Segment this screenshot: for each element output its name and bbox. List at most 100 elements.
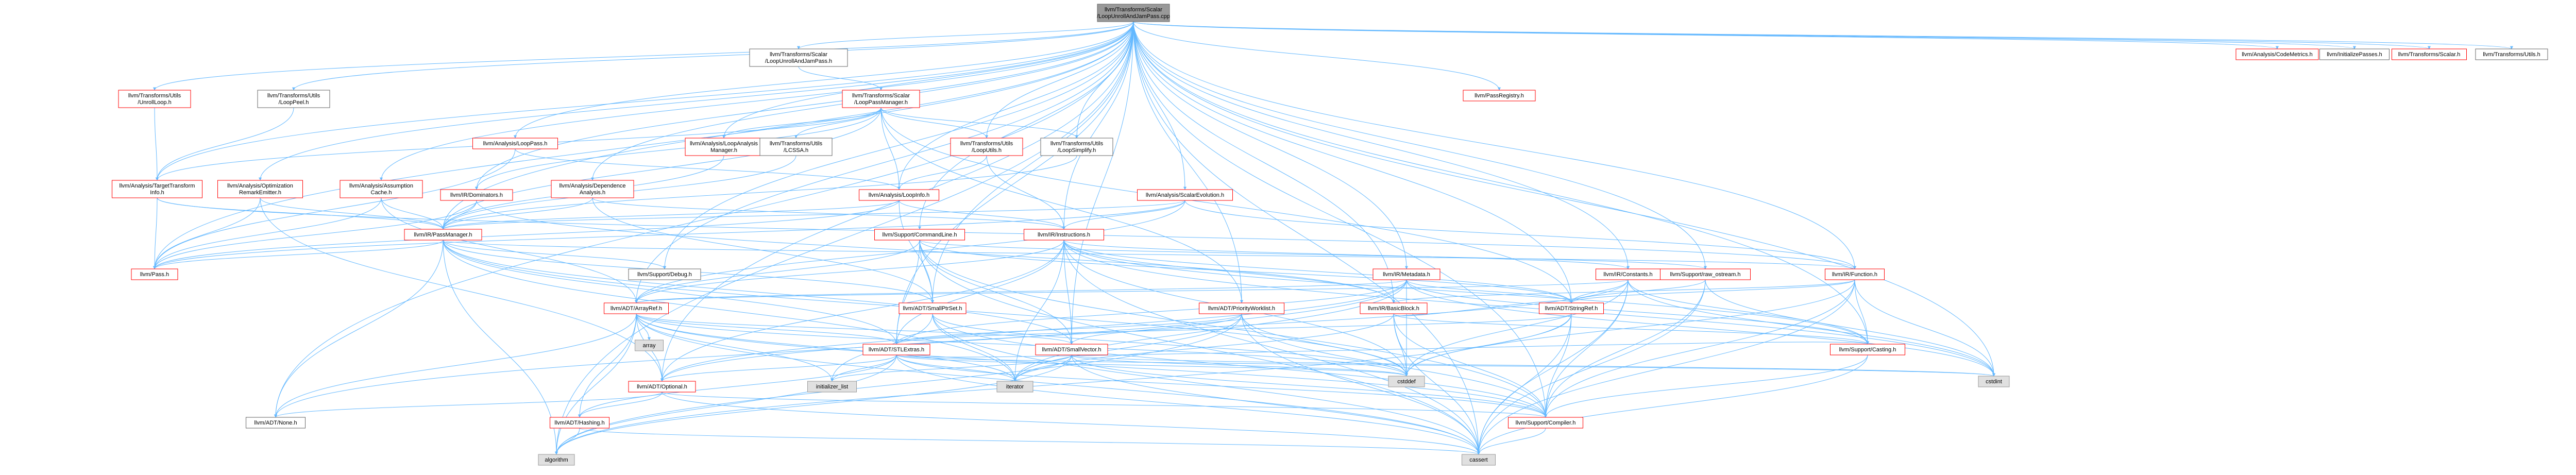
node-label: llvm/Analysis/TargetTransform xyxy=(120,183,195,189)
dependency-edge xyxy=(880,107,988,139)
graph-node-stringref[interactable]: llvm/ADT/StringRef.h xyxy=(1539,302,1604,314)
dependency-edge xyxy=(1544,354,1868,418)
dependency-edge xyxy=(1071,354,1480,455)
dependency-edge xyxy=(1405,279,1629,377)
graph-node-utils_h[interactable]: llvm/Transforms/Utils.h xyxy=(2475,48,2548,60)
graph-node-stlextras[interactable]: llvm/ADT/STLExtras.h xyxy=(862,344,930,355)
graph-node-passregistry[interactable]: llvm/PassRegistry.h xyxy=(1463,90,1536,101)
dependency-edge xyxy=(1406,279,1573,303)
graph-node-metadata[interactable]: llvm/IR/Metadata.h xyxy=(1372,268,1440,280)
dependency-edge xyxy=(896,354,1995,377)
dependency-edge xyxy=(154,107,159,181)
graph-node-casting[interactable]: llvm/Support/Casting.h xyxy=(1830,344,1905,355)
dependency-nodes: llvm/Transforms/Scalar/LoopUnrollAndJamP… xyxy=(112,4,2548,466)
node-label: cstdint xyxy=(1986,379,2002,385)
dependency-edge xyxy=(1133,21,1395,303)
dependency-edge xyxy=(919,240,1573,303)
graph-node-scev[interactable]: llvm/Analysis/ScalarEvolution.h xyxy=(1137,189,1233,201)
dependency-edge xyxy=(442,200,1185,230)
graph-node-basicblock[interactable]: llvm/IR/BasicBlock.h xyxy=(1360,302,1428,314)
node-label: llvm/Pass.h xyxy=(140,272,169,278)
node-label: cstddef xyxy=(1397,379,1416,385)
graph-node-looppass[interactable]: llvm/Analysis/LoopPass.h xyxy=(472,138,558,149)
node-box xyxy=(2475,48,2548,60)
graph-node-ore[interactable]: llvm/Analysis/OptimizationRemarkEmitter.… xyxy=(217,180,303,198)
dependency-edge xyxy=(442,200,477,230)
dependency-edge xyxy=(1063,240,1869,345)
dependency-edge xyxy=(260,197,664,382)
dependency-edge xyxy=(1854,279,1995,377)
graph-node-initpasses[interactable]: llvm/InitializePasses.h xyxy=(2319,48,2389,60)
dependency-edge xyxy=(895,313,1572,345)
dependency-edge xyxy=(722,107,882,139)
node-label: llvm/ADT/Optional.h xyxy=(637,384,687,390)
graph-node-commandline[interactable]: llvm/Support/CommandLine.h xyxy=(874,229,965,241)
graph-node-corepass[interactable]: llvm/Pass.h xyxy=(131,268,178,280)
dependency-edge xyxy=(153,240,444,269)
graph-node-looputils[interactable]: llvm/Transforms/Utils/LoopUtils.h xyxy=(950,138,1023,156)
dependency-edge xyxy=(880,107,1573,303)
graph-node-ujpass_h[interactable]: llvm/Transforms/Scalar/LoopUnrollAndJamP… xyxy=(749,48,848,67)
graph-node-rawostream[interactable]: llvm/Support/raw_ostream.h xyxy=(1660,268,1751,280)
dependency-edge xyxy=(1062,21,1134,230)
graph-node-root: llvm/Transforms/Scalar/LoopUnrollAndJamP… xyxy=(1097,4,1170,22)
node-label: llvm/Transforms/Utils xyxy=(128,93,181,99)
dependency-edge xyxy=(274,392,663,418)
graph-node-arrayref[interactable]: llvm/ADT/ArrayRef.h xyxy=(604,302,669,314)
dependency-edge xyxy=(635,279,1407,303)
graph-node-smallptrset[interactable]: llvm/ADT/SmallPtrSet.h xyxy=(899,302,967,314)
graph-node-prioworklist[interactable]: llvm/ADT/PriorityWorklist.h xyxy=(1199,302,1284,314)
node-box xyxy=(628,268,701,280)
node-label: /UnrollLoop.h xyxy=(138,99,171,106)
graph-node-instructions[interactable]: llvm/IR/Instructions.h xyxy=(1024,229,1104,241)
graph-node-compiler[interactable]: llvm/Support/Compiler.h xyxy=(1508,417,1583,429)
node-box xyxy=(1040,138,1113,156)
node-label: llvm/Support/Casting.h xyxy=(1839,347,1896,353)
node-label: llvm/InitializePasses.h xyxy=(2327,52,2382,58)
graph-node-passmanager[interactable]: llvm/IR/PassManager.h xyxy=(404,229,482,241)
graph-node-function[interactable]: llvm/IR/Function.h xyxy=(1825,268,1885,280)
node-box xyxy=(1388,376,1425,387)
graph-node-loopmgr[interactable]: llvm/Transforms/Scalar/LoopPassManager.h xyxy=(842,90,920,108)
graph-node-looppeel[interactable]: llvm/Transforms/Utils/LoopPeel.h xyxy=(257,90,330,108)
graph-node-smallvector[interactable]: llvm/ADT/SmallVector.h xyxy=(1035,344,1108,355)
node-label: llvm/Support/CommandLine.h xyxy=(883,232,957,238)
dependency-edge xyxy=(1070,313,1242,345)
graph-node-dominators[interactable]: llvm/IR/Dominators.h xyxy=(440,189,513,201)
graph-node-optional[interactable]: llvm/ADT/Optional.h xyxy=(628,381,696,393)
graph-node-loopsimplify[interactable]: llvm/Transforms/Utils/LoopSimplify.h xyxy=(1040,138,1113,156)
graph-node-debug[interactable]: llvm/Support/Debug.h xyxy=(628,268,701,280)
graph-node-lcssa[interactable]: llvm/Transforms/Utils/LCSSA.h xyxy=(759,138,833,156)
dependency-edge xyxy=(932,313,1408,377)
graph-node-unrollloop[interactable]: llvm/Transforms/Utils/UnrollLoop.h xyxy=(118,90,191,108)
graph-node-scalar_h[interactable]: llvm/Transforms/Scalar.h xyxy=(2392,48,2467,60)
node-label: algorithm xyxy=(545,457,568,463)
node-label: /LoopSimplify.h xyxy=(1058,147,1096,154)
dependency-edge xyxy=(443,240,1016,382)
graph-node-loopinfo[interactable]: llvm/Analysis/LoopInfo.h xyxy=(859,189,939,201)
node-label: llvm/ADT/ArrayRef.h xyxy=(611,306,662,312)
dependency-edge xyxy=(636,313,834,382)
dependency-edge xyxy=(274,313,637,418)
graph-node-codemetrics[interactable]: llvm/Analysis/CodeMetrics.h xyxy=(2235,48,2319,60)
node-label: llvm/Support/Debug.h xyxy=(637,272,692,278)
dependency-edge xyxy=(1071,354,1547,418)
dependency-edge xyxy=(831,354,897,382)
graph-node-none[interactable]: llvm/ADT/None.h xyxy=(246,417,306,429)
graph-node-hashing[interactable]: llvm/ADT/Hashing.h xyxy=(550,417,609,429)
dependency-edge xyxy=(1133,21,1856,269)
dependency-edge xyxy=(153,197,382,269)
dependency-edge xyxy=(1477,313,1572,455)
dependency-edge xyxy=(1013,354,1072,382)
node-label: llvm/ADT/STLExtras.h xyxy=(869,347,924,353)
graph-node-cassert: cassert xyxy=(1462,454,1496,466)
graph-node-constants[interactable]: llvm/IR/Constants.h xyxy=(1596,268,1660,280)
node-box xyxy=(859,189,939,201)
node-label: llvm/Analysis/Dependence xyxy=(559,183,625,189)
dependency-edge xyxy=(153,197,261,269)
dependency-edge xyxy=(292,21,1134,91)
